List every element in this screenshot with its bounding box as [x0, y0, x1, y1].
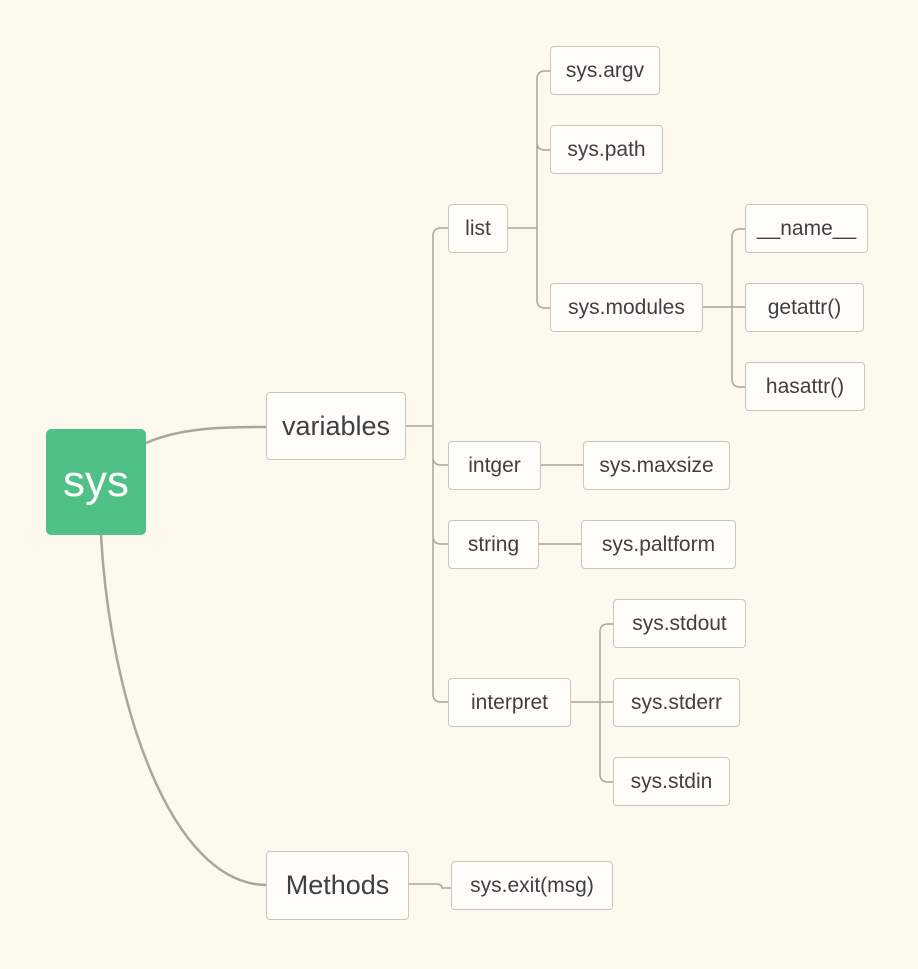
- root-node-sys[interactable]: sys: [46, 429, 146, 535]
- connector-sys-methods: [99, 534, 268, 887]
- node-interpret[interactable]: interpret: [448, 678, 571, 727]
- node-intger[interactable]: intger: [448, 441, 541, 490]
- node-string[interactable]: string: [448, 520, 539, 569]
- connector-list-children: [507, 70, 551, 309]
- node-getattr[interactable]: getattr(): [745, 283, 864, 332]
- connector-methods-exit: [408, 883, 452, 889]
- node-sys-modules[interactable]: sys.modules: [550, 283, 703, 332]
- node-variables[interactable]: variables: [266, 392, 406, 460]
- connector-sys-variables: [145, 425, 268, 445]
- connector-modules-children: [702, 228, 746, 388]
- connector-variables-children: [405, 227, 449, 703]
- node-sys-paltform[interactable]: sys.paltform: [581, 520, 736, 569]
- node-sys-stdout[interactable]: sys.stdout: [613, 599, 746, 648]
- connector-interpret-children: [570, 623, 614, 783]
- node-sys-maxsize[interactable]: sys.maxsize: [583, 441, 730, 490]
- node-hasattr[interactable]: hasattr(): [745, 362, 865, 411]
- node-sys-stderr[interactable]: sys.stderr: [613, 678, 740, 727]
- node-sys-stdin[interactable]: sys.stdin: [613, 757, 730, 806]
- node-sys-argv[interactable]: sys.argv: [550, 46, 660, 95]
- node-sys-exit[interactable]: sys.exit(msg): [451, 861, 613, 910]
- node-list[interactable]: list: [448, 204, 508, 253]
- node-name[interactable]: __name__: [745, 204, 868, 253]
- node-methods[interactable]: Methods: [266, 851, 409, 920]
- node-sys-path[interactable]: sys.path: [550, 125, 663, 174]
